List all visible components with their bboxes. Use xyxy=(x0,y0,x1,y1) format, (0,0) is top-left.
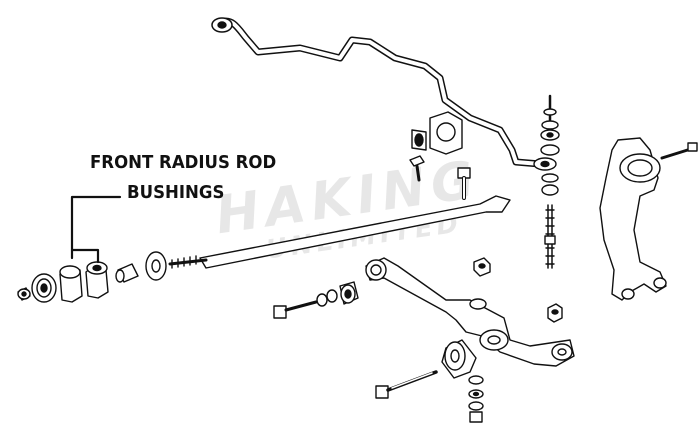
sway-bar-bushing xyxy=(411,111,463,155)
callout-label-line2: BUSHINGS xyxy=(127,182,225,203)
lower-bolt xyxy=(375,370,438,399)
control-arm-bushing xyxy=(441,339,477,379)
radius-rod xyxy=(168,195,511,269)
nut-right-mid xyxy=(473,257,491,277)
radius-rod-bushing-set xyxy=(17,251,167,303)
steering-knuckle xyxy=(599,137,698,301)
radius-rod-bolt xyxy=(457,167,471,200)
pivot-bolt xyxy=(273,281,359,319)
callout-label-line1: FRONT RADIUS ROD xyxy=(90,152,277,173)
lower-control-arm xyxy=(365,257,575,367)
small-bolt-upper xyxy=(409,155,425,182)
end-link-stack xyxy=(540,94,560,269)
callout-leader xyxy=(70,195,122,264)
sway-bar xyxy=(211,17,557,171)
washer-stack-bottom xyxy=(468,375,484,423)
nut-right-low xyxy=(547,303,563,323)
